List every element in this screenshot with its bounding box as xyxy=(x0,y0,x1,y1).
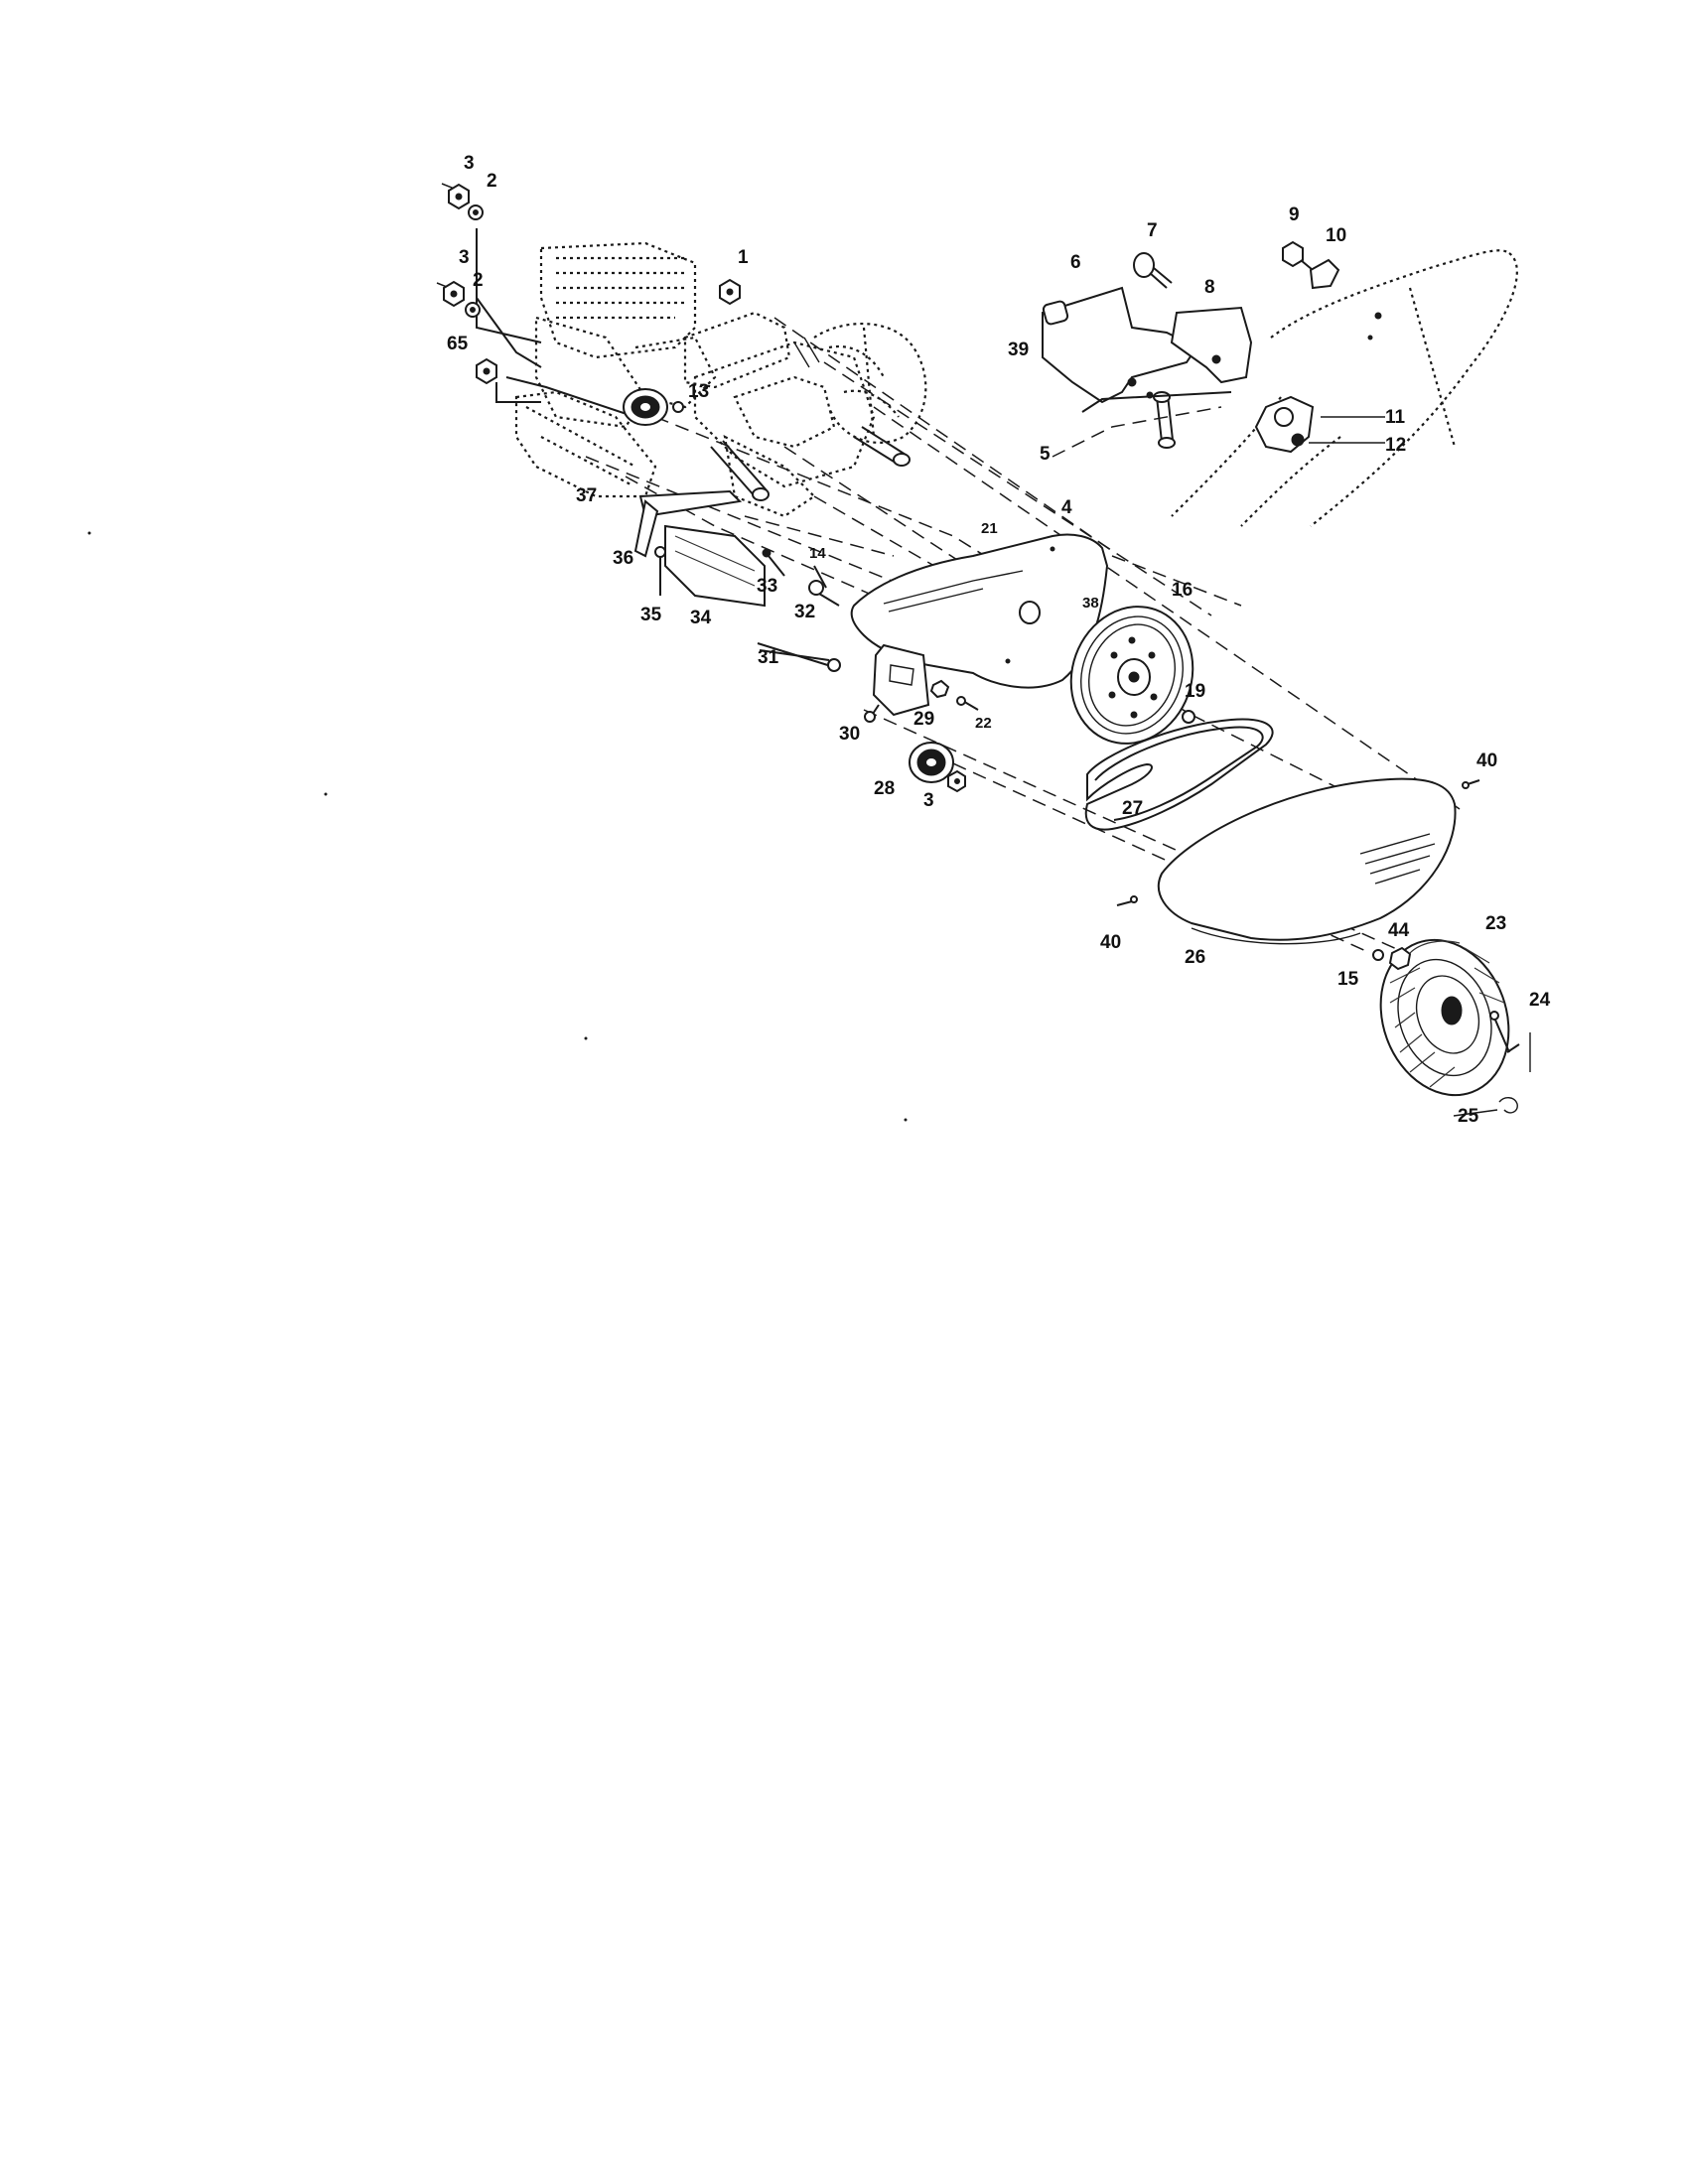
callout-24: 24 xyxy=(1529,990,1551,1011)
callout-7: 7 xyxy=(1147,220,1158,241)
callout-31: 31 xyxy=(758,647,779,668)
callout-8: 8 xyxy=(1204,277,1215,298)
callout-10: 10 xyxy=(1326,225,1346,246)
callout-36: 36 xyxy=(613,548,633,569)
callout-3b: 3 xyxy=(459,247,470,268)
callout-35: 35 xyxy=(640,605,662,625)
callout-21: 21 xyxy=(981,520,998,537)
callout-9: 9 xyxy=(1289,205,1300,225)
callout-4: 4 xyxy=(1061,497,1072,518)
callout-3a: 3 xyxy=(464,153,475,174)
callout-29: 29 xyxy=(913,709,934,730)
drive-pulley xyxy=(1069,606,1195,745)
idler-pulley xyxy=(909,742,966,793)
callout-13: 13 xyxy=(688,381,709,402)
callout-25: 25 xyxy=(1458,1106,1479,1127)
callout-6: 6 xyxy=(1070,252,1081,273)
callout-23: 23 xyxy=(1485,913,1506,934)
idler-bracket xyxy=(864,643,979,723)
callout-30: 30 xyxy=(839,724,860,745)
callout-40a: 40 xyxy=(1476,751,1497,771)
callout-65: 65 xyxy=(447,334,469,354)
callout-34: 34 xyxy=(690,608,712,628)
callout-12: 12 xyxy=(1385,435,1406,456)
callout-labels: 3 2 3 2 1 65 13 37 36 35 34 33 14 32 31 … xyxy=(447,153,1551,1127)
upper-left-fasteners xyxy=(443,183,741,385)
callout-11: 11 xyxy=(1385,407,1406,428)
wheel xyxy=(1372,938,1520,1114)
callout-32: 32 xyxy=(794,602,815,622)
callout-33: 33 xyxy=(757,576,777,597)
shafts xyxy=(710,337,911,501)
callout-38: 38 xyxy=(1082,595,1099,612)
callout-40b: 40 xyxy=(1100,932,1121,953)
callout-1: 1 xyxy=(738,247,749,268)
callout-26: 26 xyxy=(1185,947,1205,968)
callout-3c: 3 xyxy=(923,790,934,811)
callout-19: 19 xyxy=(1185,681,1205,702)
callout-2a: 2 xyxy=(487,171,497,192)
callout-28: 28 xyxy=(874,778,895,799)
transmission-housing xyxy=(683,311,927,518)
callout-22: 22 xyxy=(975,715,992,732)
callout-27: 27 xyxy=(1122,798,1143,819)
callout-44: 44 xyxy=(1388,920,1410,941)
engine-pulley xyxy=(623,388,684,426)
leader-lines xyxy=(1309,416,1531,1117)
lower-bracket-assembly xyxy=(633,489,841,672)
callout-37: 37 xyxy=(576,485,597,506)
drive-belt xyxy=(1084,718,1274,831)
engine xyxy=(514,241,717,498)
callout-2b: 2 xyxy=(473,270,484,291)
scan-specks xyxy=(87,531,908,1122)
depth-bar-assembly xyxy=(1042,252,1253,449)
callout-14: 14 xyxy=(809,545,826,562)
callout-5: 5 xyxy=(1040,444,1051,465)
callout-39: 39 xyxy=(1008,340,1029,360)
callout-15: 15 xyxy=(1337,969,1359,990)
handle-tube xyxy=(1171,240,1518,527)
belt-shield xyxy=(1116,777,1480,945)
callout-16: 16 xyxy=(1172,580,1193,601)
